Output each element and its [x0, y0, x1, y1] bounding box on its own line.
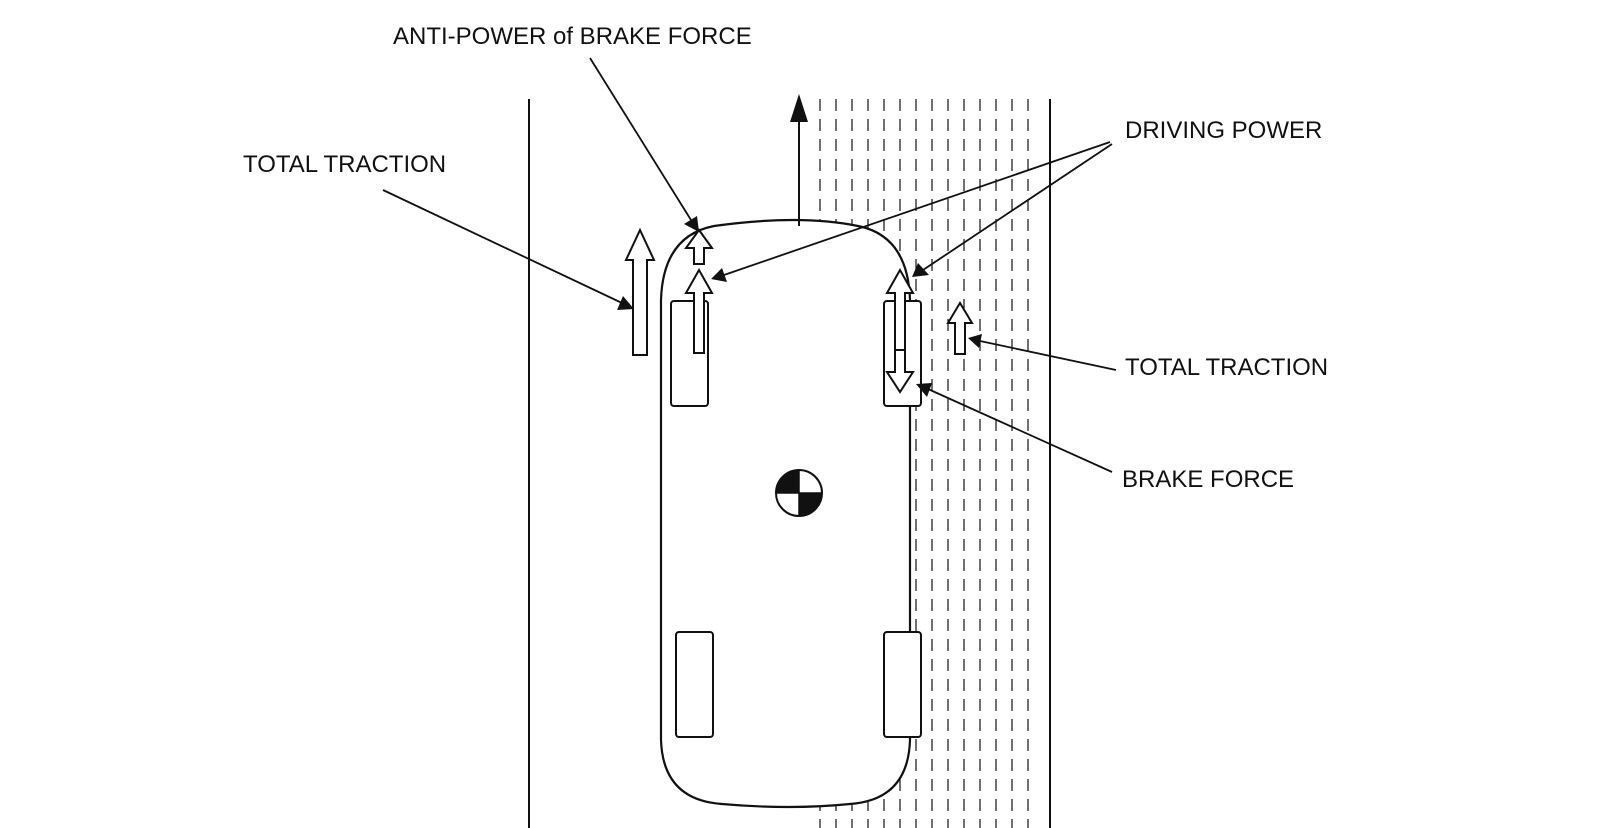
leader-brake-force: [916, 383, 1113, 473]
total-traction-arrow-left: [624, 227, 656, 356]
wheel-rear-left: [675, 631, 714, 738]
wheel-rear-right: [883, 631, 922, 738]
label-driving-power: DRIVING POWER: [1125, 117, 1322, 144]
total-traction-arrow-right: [946, 301, 974, 355]
leader-driving-power-left: [711, 141, 1111, 282]
label-total-traction-right: TOTAL TRACTION: [1125, 354, 1328, 381]
driving-power-arrow-left: [684, 267, 714, 354]
anti-power-arrow: [684, 228, 714, 265]
leader-driving-power-right: [912, 143, 1113, 277]
leader-total-traction-right: [968, 334, 1117, 371]
center-of-gravity-icon: [775, 469, 823, 517]
brake-force-arrow: [885, 349, 915, 394]
leader-anti-power: [589, 57, 699, 232]
label-brake-force: BRAKE FORCE: [1122, 466, 1294, 493]
label-anti-power-of-brake-force: ANTI-POWER of BRAKE FORCE: [393, 23, 752, 50]
label-total-traction-left: TOTAL TRACTION: [243, 151, 446, 178]
car-body: [659, 218, 912, 809]
travel-direction-arrow: [790, 94, 808, 226]
leader-total-traction-left: [382, 189, 634, 310]
